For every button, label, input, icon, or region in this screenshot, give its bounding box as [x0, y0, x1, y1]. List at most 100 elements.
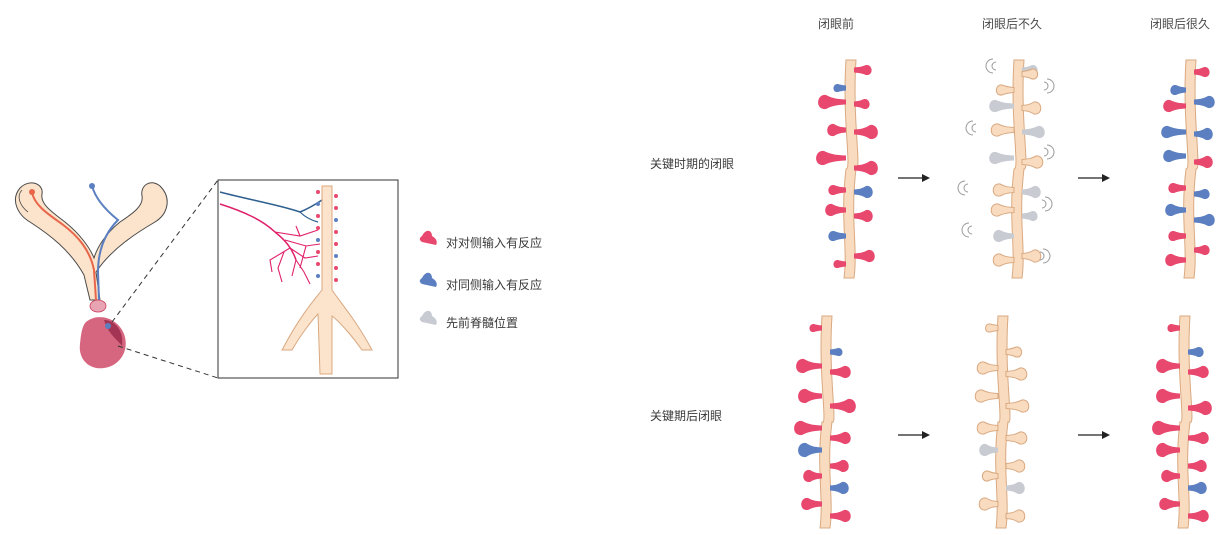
contralateral-spine	[1188, 431, 1209, 445]
dendrite-before-critical	[816, 59, 878, 279]
contralateral-spine	[1168, 182, 1186, 194]
contralateral-spine	[854, 160, 878, 176]
contralateral-spine	[830, 509, 851, 523]
legend-previous-icon	[419, 310, 437, 325]
dendrite-long-after-after-critical	[1152, 315, 1212, 529]
column-header-long-after: 闭眼后很久	[1150, 17, 1210, 31]
ipsilateral-spine	[1165, 203, 1186, 217]
contralateral-spine	[796, 358, 822, 374]
contralateral-spine	[1188, 459, 1207, 473]
contralateral-spine	[854, 124, 878, 140]
previous-spine-location	[979, 443, 998, 457]
previous-spine-location	[1022, 185, 1041, 199]
zoom-line-bottom	[117, 345, 219, 379]
ipsilateral-spine	[1194, 213, 1215, 227]
row-label-critical-period: 关键时期的闭眼	[650, 156, 734, 171]
bare-spine	[1005, 431, 1028, 445]
contralateral-spine	[1156, 388, 1180, 404]
column-headers: 闭眼前 闭眼后不久 闭眼后很久	[818, 16, 1210, 31]
bare-spine	[974, 389, 999, 403]
contralateral-spine	[798, 388, 822, 404]
contralateral-spine	[830, 431, 851, 445]
column-header-shortly-after: 闭眼后不久	[982, 17, 1042, 31]
contralateral-spine	[1194, 244, 1210, 256]
contralateral-spine	[1163, 99, 1186, 113]
bare-spine	[1005, 459, 1026, 473]
contralateral-spine	[1188, 509, 1209, 523]
bare-spine	[985, 323, 999, 333]
bare-spine	[992, 183, 1015, 197]
previous-spine-location	[989, 151, 1014, 165]
dendrite-shaft	[1177, 315, 1193, 529]
bare-spine	[1021, 155, 1044, 169]
ipsilateral-spine	[1161, 125, 1186, 139]
contralateral-spine	[1168, 230, 1186, 242]
contralateral-spine	[830, 365, 851, 379]
contralateral-spine	[1156, 358, 1180, 374]
bare-spine	[1005, 367, 1028, 381]
column-header-before: 闭眼前	[818, 16, 854, 31]
visual-pathway	[15, 182, 168, 369]
contralateral-spine	[1152, 420, 1180, 436]
row-labels: 关键时期的闭眼 关键期后闭眼	[650, 156, 734, 423]
ipsilateral-spine	[830, 481, 849, 495]
contralateral-spine	[830, 398, 856, 414]
ipsilateral-spine	[830, 347, 843, 357]
contralateral-spine	[801, 497, 822, 511]
motion-marks	[957, 58, 1055, 264]
legend-contralateral-icon	[419, 230, 437, 245]
ipsilateral-spine	[1163, 149, 1186, 163]
dendrite-shortly-after-critical	[989, 59, 1045, 279]
dendrite-long-after-critical	[1161, 59, 1215, 279]
bare-spine	[1005, 509, 1026, 523]
bare-spine	[990, 123, 1015, 137]
ipsilateral-spine	[1194, 127, 1213, 141]
ipsilateral-spine	[833, 83, 846, 93]
zoom-spines	[316, 190, 338, 282]
contralateral-spine	[1161, 469, 1180, 483]
bare-spine	[976, 361, 999, 375]
dendrite-shaft	[819, 315, 835, 529]
contralateral-spine	[1188, 365, 1209, 379]
dendrite-shaft	[1183, 59, 1199, 279]
bare-spine	[1021, 101, 1042, 115]
row-label-after-critical-period: 关键期后闭眼	[650, 409, 722, 423]
zoom-box	[217, 179, 399, 379]
contralateral-spine	[854, 98, 870, 110]
contralateral-spine	[818, 94, 846, 110]
contralateral-spine	[1194, 155, 1213, 169]
dendrite-shaft	[995, 315, 1011, 529]
previous-spine-location	[1022, 125, 1045, 139]
dendrite-before-after-critical	[794, 315, 856, 529]
legend: 对对侧输入有反应 对同侧输入有反应 先前脊髓位置	[419, 230, 542, 330]
contralateral-spine	[1156, 442, 1180, 458]
contralateral-spine	[1159, 497, 1180, 511]
contralateral-spine	[1165, 253, 1186, 267]
contralateral-spine	[809, 323, 822, 333]
contralateral-spine	[825, 203, 846, 217]
ipsilateral-spine	[798, 442, 822, 458]
contralateral-spine	[794, 420, 822, 436]
bare-spine	[1005, 399, 1030, 413]
contralateral-spine	[828, 184, 846, 196]
bare-spine	[1005, 346, 1023, 358]
ipsilateral-spine	[1194, 188, 1210, 200]
contralateral-spine	[827, 123, 846, 137]
contralateral-spine	[854, 64, 872, 76]
ipsilateral-spine	[1194, 95, 1215, 109]
legend-ipsilateral-label: 对同侧输入有反应	[446, 277, 542, 292]
bare-spine	[990, 203, 1015, 217]
contralateral-spine	[830, 459, 849, 473]
contralateral-spine	[1188, 400, 1212, 416]
bare-spine	[1021, 249, 1042, 263]
legend-contralateral-label: 对对侧输入有反应	[446, 235, 542, 250]
contralateral-spine	[833, 259, 846, 269]
contralateral-spine	[1167, 323, 1180, 333]
dendrite-shortly-after-after-critical	[974, 315, 1030, 529]
bare-spine	[978, 497, 999, 511]
arrows	[898, 174, 1110, 439]
ipsilateral-spine	[1188, 481, 1207, 495]
contralateral-spine	[803, 469, 822, 483]
legend-ipsilateral-icon	[419, 272, 437, 287]
